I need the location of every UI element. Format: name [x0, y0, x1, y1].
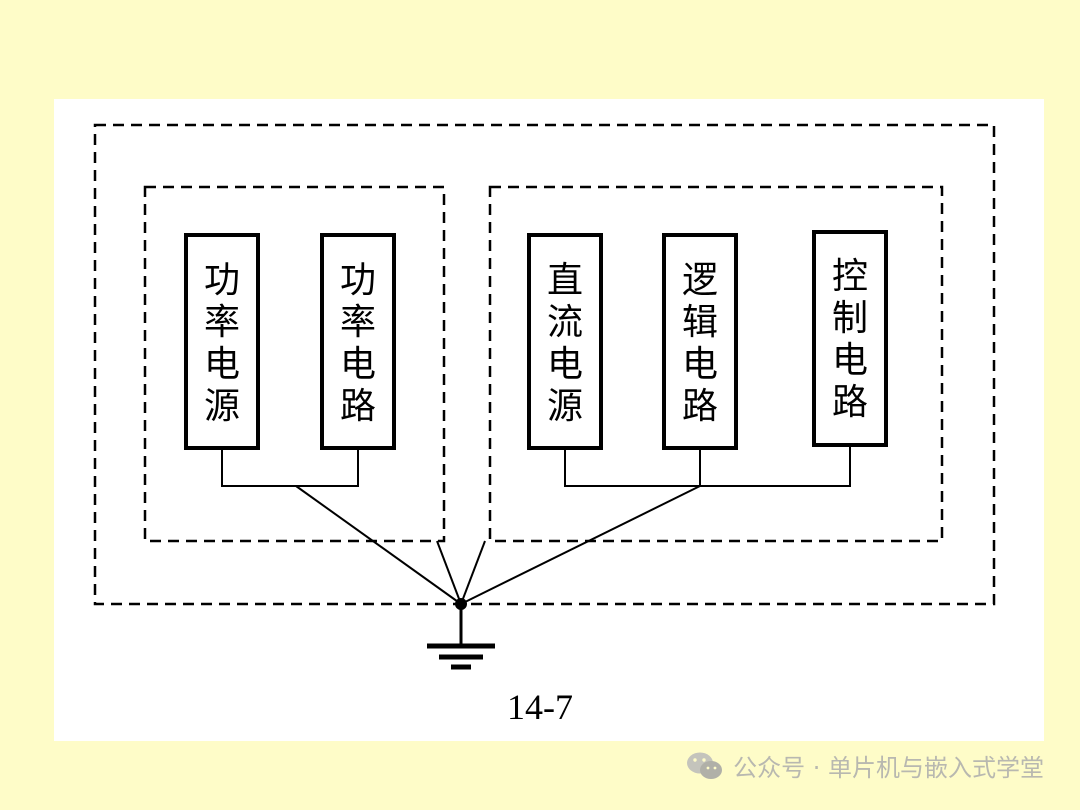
logic-circuit-block: [662, 233, 738, 450]
control-group-bus: [564, 447, 851, 487]
label-char: 流: [547, 302, 583, 343]
ground-symbol: [427, 604, 495, 670]
power-group-bus: [221, 450, 359, 487]
control-circuit-block: [812, 230, 888, 447]
power-supply-block: [184, 233, 260, 450]
label-char: 源: [547, 386, 583, 427]
control-shield-ground-wire: [460, 540, 486, 605]
label-char: 电: [682, 344, 718, 385]
label-char: 电: [340, 344, 376, 385]
logic-circuit-label: 逻 辑 电 路: [682, 260, 718, 427]
label-char: 路: [340, 386, 376, 427]
power-circuit-label: 功 率 电 路: [340, 260, 376, 427]
label-char: 率: [340, 302, 376, 343]
power-group-enclosure: [143, 185, 446, 543]
label-char: 控: [832, 256, 868, 297]
label-char: 源: [204, 386, 240, 427]
label-char: 电: [832, 340, 868, 381]
figure-caption: 14-7: [507, 687, 573, 727]
wechat-icon: [687, 752, 723, 779]
label-char: 路: [682, 386, 718, 427]
control-group-ground-wire: [460, 485, 701, 605]
label-char: 率: [204, 302, 240, 343]
label-char: 辑: [682, 302, 718, 343]
control-circuit-label: 控 制 电 路: [832, 256, 868, 423]
label-char: 路: [832, 382, 868, 423]
power-circuit-block: [320, 233, 396, 450]
label-char: 功: [204, 260, 240, 301]
label-char: 制: [832, 298, 868, 339]
dc-supply-block: [527, 233, 603, 450]
watermark: 公众号 · 单片机与嵌入式学堂: [685, 748, 1044, 783]
label-char: 直: [547, 260, 583, 301]
dc-supply-label: 直 流 电 源: [547, 260, 583, 427]
label-char: 电: [204, 344, 240, 385]
power-group-ground-wire: [295, 485, 462, 605]
power-supply-label: 功 率 电 源: [204, 260, 240, 427]
label-char: 电: [547, 344, 583, 385]
power-shield-ground-wire: [436, 540, 462, 605]
control-group-enclosure: [488, 185, 944, 543]
label-char: 逻: [682, 260, 718, 301]
label-char: 功: [340, 260, 376, 301]
watermark-text: 公众号 · 单片机与嵌入式学堂: [733, 754, 1044, 782]
outer-enclosure: [93, 123, 996, 606]
